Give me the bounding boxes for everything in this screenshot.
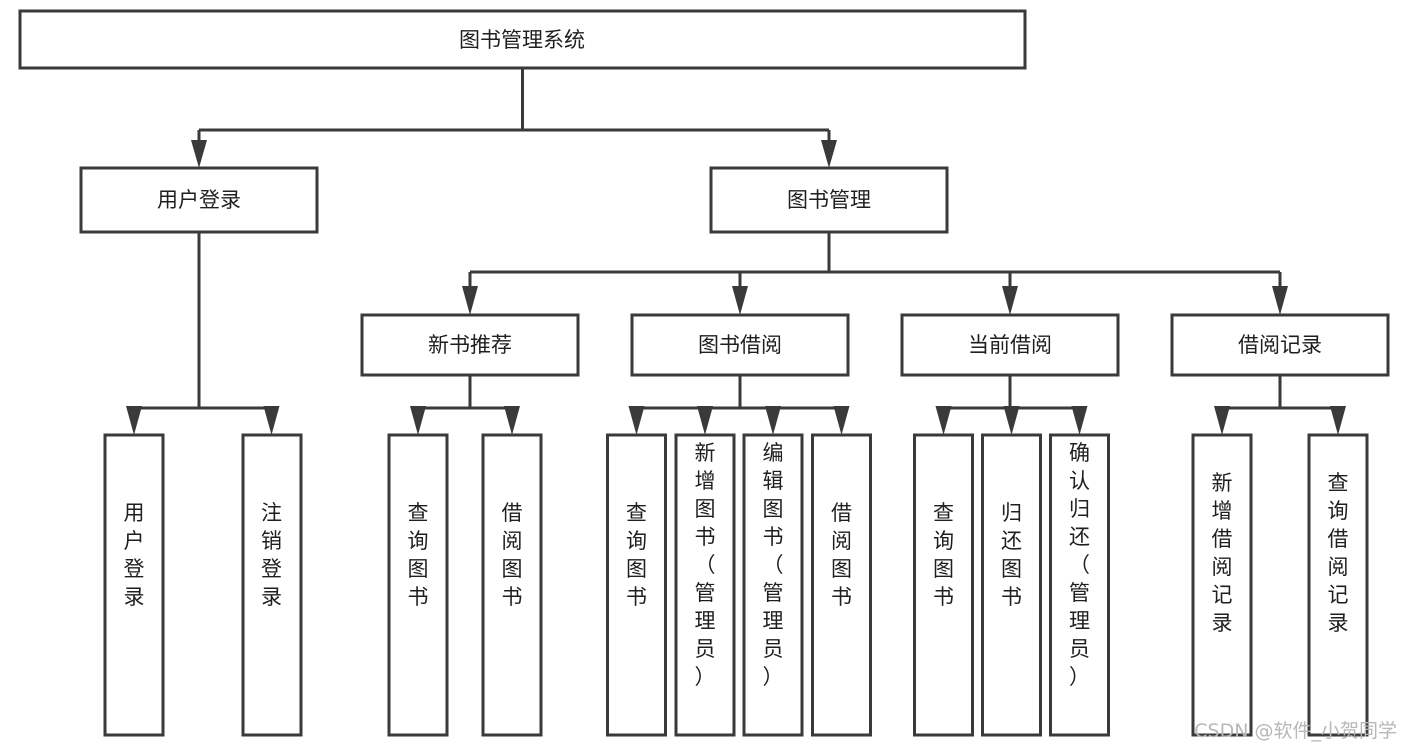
node-book-borrow-label: 图书借阅: [698, 333, 782, 357]
leaf-newbook-query-book-label: 查询图书: [408, 501, 429, 609]
leaf-newbook-borrow-book-box: [481, 433, 543, 737]
node-new-book-recommend-box: [360, 313, 580, 377]
node-current-borrow[interactable]: 当前借阅: [900, 313, 1120, 377]
leaf-bookborrow-query-book[interactable]: 查询图书: [606, 433, 667, 737]
leaf-currentborrow-confirm-return[interactable]: 确认归还（管理员）: [1049, 433, 1110, 737]
leaf-borrowrecord-add-record[interactable]: 新增借阅记录: [1191, 433, 1253, 737]
connector-group-bookmanage-to-level3: [462, 232, 1288, 315]
arrow-head-leaf-bookborrow-3: [765, 406, 781, 435]
leaf-currentborrow-return-book[interactable]: 归还图书: [981, 433, 1042, 737]
node-user-login-label: 用户登录: [157, 188, 241, 212]
leaf-logout[interactable]: 注销登录: [241, 433, 303, 737]
leaf-user-login[interactable]: 用户登录: [103, 433, 165, 737]
leaf-logout-label: 注销登录: [261, 501, 282, 609]
node-root-system-box: [18, 9, 1027, 70]
leaf-newbook-borrow-book[interactable]: 借阅图书: [481, 433, 543, 737]
leaf-currentborrow-return-book-label: 归还图书: [1001, 501, 1022, 609]
leaf-currentborrow-query-book[interactable]: 查询图书: [913, 433, 974, 737]
node-root-system-label: 图书管理系统: [459, 28, 585, 52]
arrow-head-leaf-currentborrow-3: [1071, 406, 1088, 435]
arrow-head-leaf-bookborrow-2: [697, 406, 713, 435]
arrow-head-current-borrow: [1002, 286, 1018, 315]
leaf-bookborrow-add-book-label: 新增图书（管理员）: [695, 441, 716, 689]
leaf-currentborrow-confirm-return-box: [1049, 433, 1110, 737]
arrow-head-leaf-newbook-2: [504, 406, 520, 435]
node-book-management-box: [709, 166, 949, 234]
leaf-bookborrow-add-book[interactable]: 新增图书（管理员）: [674, 433, 736, 737]
watermark: CSDN @软件_小贺同学: [1194, 720, 1397, 742]
leaf-bookborrow-edit-book-box: [742, 433, 804, 737]
leaf-bookborrow-add-book-box: [674, 433, 736, 737]
node-book-management-label: 图书管理: [787, 188, 871, 212]
leaf-newbook-query-book-box: [387, 433, 449, 737]
arrow-head-leaf-currentborrow-1: [935, 406, 952, 435]
arrow-head-new-book: [462, 286, 478, 315]
leaf-bookborrow-borrow-book-box: [811, 433, 872, 737]
leaf-bookborrow-query-book-label: 查询图书: [626, 501, 647, 609]
leaf-bookborrow-query-book-box: [606, 433, 667, 737]
node-book-borrow[interactable]: 图书借阅: [630, 313, 850, 377]
leaf-currentborrow-return-book-box: [981, 433, 1042, 737]
arrow-head-leaf-user-login: [126, 406, 142, 435]
connector-group-userlogin-leaves: [126, 232, 280, 435]
arrow-head-leaf-borrowrecord-2: [1330, 406, 1346, 435]
arrow-head-leaf-borrowrecord-1: [1214, 406, 1230, 435]
node-current-borrow-label: 当前借阅: [968, 333, 1052, 357]
node-new-book-recommend-label: 新书推荐: [428, 333, 512, 357]
leaf-borrowrecord-query-record[interactable]: 查询借阅记录: [1307, 433, 1369, 737]
arrow-head-book-manage: [821, 140, 837, 168]
connector-group-newbook-leaves: [410, 375, 520, 435]
leaf-borrowrecord-add-record-box: [1191, 433, 1253, 737]
connector-group-currentborrow-leaves: [935, 375, 1088, 435]
node-borrow-record-label: 借阅记录: [1238, 333, 1322, 357]
arrow-head-leaf-currentborrow-2: [1003, 406, 1020, 435]
node-user-login-box: [79, 166, 319, 234]
leaf-borrowrecord-add-record-label: 新增借阅记录: [1212, 471, 1233, 635]
connector-group-borrowrecord-leaves: [1214, 375, 1346, 435]
node-current-borrow-box: [900, 313, 1120, 377]
arrow-head-leaf-bookborrow-1: [628, 406, 645, 435]
leaf-user-login-label: 用户登录: [124, 501, 145, 609]
node-book-borrow-box: [630, 313, 850, 377]
node-new-book-recommend[interactable]: 新书推荐: [360, 313, 580, 377]
leaf-newbook-query-book[interactable]: 查询图书: [387, 433, 449, 737]
leaf-borrowrecord-query-record-box: [1307, 433, 1369, 737]
leaf-currentborrow-confirm-return-label: 确认归还（管理员）: [1069, 441, 1090, 689]
arrow-head-user-login: [191, 140, 207, 168]
leaf-currentborrow-query-book-box: [913, 433, 974, 737]
node-user-login[interactable]: 用户登录: [79, 166, 319, 234]
arrow-head-borrow-record: [1272, 286, 1288, 315]
leaf-borrowrecord-query-record-label: 查询借阅记录: [1328, 471, 1349, 635]
leaf-currentborrow-query-book-label: 查询图书: [933, 501, 954, 609]
node-borrow-record[interactable]: 借阅记录: [1170, 313, 1390, 377]
arrow-head-leaf-bookborrow-4: [833, 406, 850, 435]
leaf-newbook-borrow-book-label: 借阅图书: [502, 501, 523, 609]
node-root-system[interactable]: 图书管理系统: [18, 9, 1027, 70]
arrow-head-book-borrow: [732, 286, 748, 315]
leaf-user-login-box: [103, 433, 165, 737]
node-borrow-record-box: [1170, 313, 1390, 377]
leaf-bookborrow-borrow-book-label: 借阅图书: [831, 501, 852, 609]
node-book-management[interactable]: 图书管理: [709, 166, 949, 234]
leaf-bookborrow-edit-book-label: 编辑图书（管理员）: [763, 441, 784, 689]
connector-group-root-to-level2: [191, 68, 837, 168]
leaf-bookborrow-edit-book[interactable]: 编辑图书（管理员）: [742, 433, 804, 737]
leaf-logout-box: [241, 433, 303, 737]
leaf-bookborrow-borrow-book[interactable]: 借阅图书: [811, 433, 872, 737]
connector-group-bookborrow-leaves: [628, 375, 850, 435]
arrow-head-leaf-newbook-1: [410, 406, 426, 435]
arrow-head-leaf-logout: [263, 406, 280, 435]
